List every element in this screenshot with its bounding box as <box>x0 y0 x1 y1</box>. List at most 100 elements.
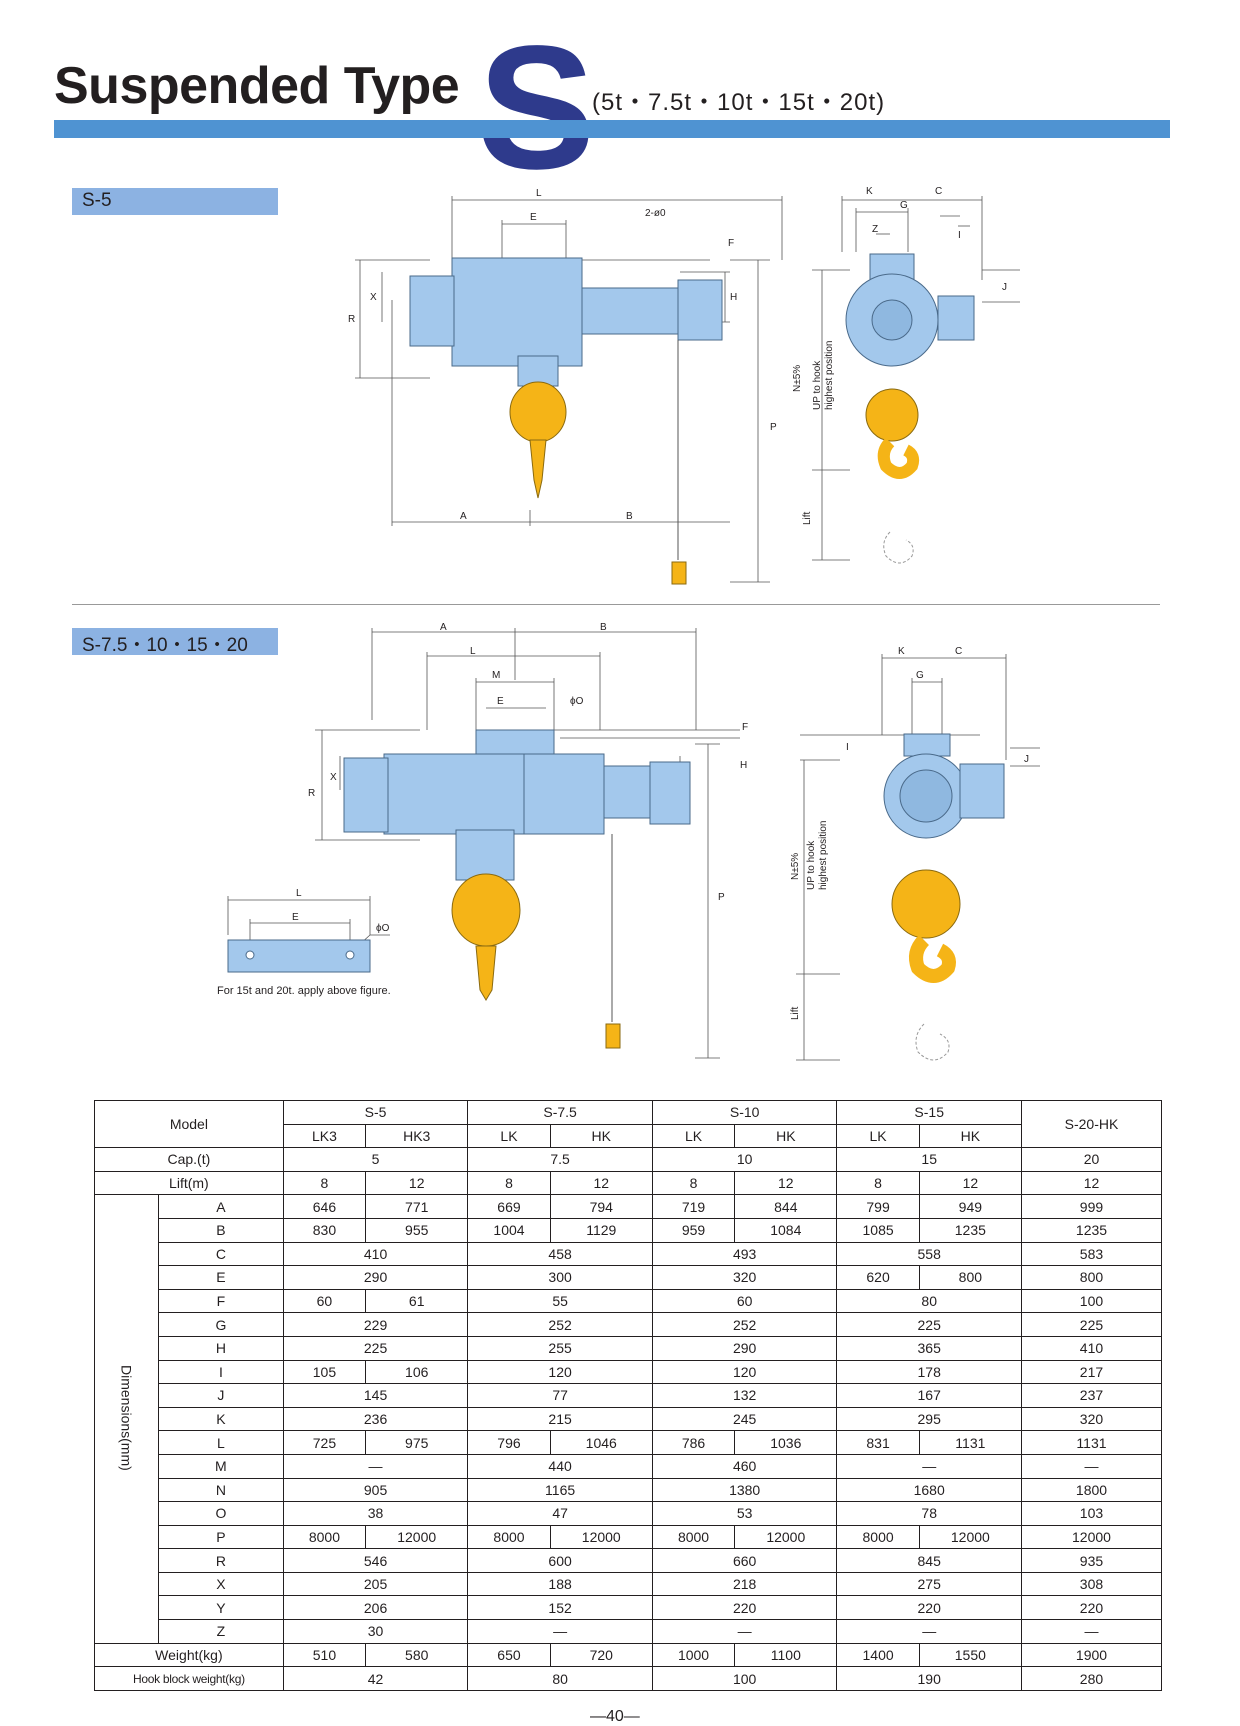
dimension-key-n: N <box>158 1477 284 1503</box>
table-cell: 1085 <box>836 1217 920 1243</box>
table-cell: 290 <box>651 1335 838 1361</box>
hoist-gearbox-2 <box>603 765 653 819</box>
table-cell: 15 <box>836 1147 1022 1172</box>
table-cell: 220 <box>836 1595 1022 1621</box>
table-cell: 132 <box>651 1383 838 1408</box>
side-trolley-2 <box>903 733 951 757</box>
table-cell: 646 <box>282 1194 367 1219</box>
table-cell: 106 <box>365 1359 469 1385</box>
dim-label-F2: F <box>742 722 748 733</box>
hoist-gearbox <box>581 287 683 335</box>
table-cell: 1235 <box>1020 1217 1163 1243</box>
dimension-key-y: Y <box>158 1595 284 1621</box>
dim-label-G: G <box>900 200 908 211</box>
dim-label-C: C <box>935 186 942 197</box>
table-cell: 252 <box>467 1312 653 1337</box>
table-cell: 365 <box>836 1335 1022 1361</box>
table-cell: 78 <box>836 1501 1022 1526</box>
dim-label-B2: B <box>600 622 607 633</box>
table-cell: 252 <box>651 1312 838 1337</box>
table-cell: 493 <box>651 1241 838 1267</box>
table-cell: 8 <box>651 1170 736 1196</box>
dimension-key-g: G <box>158 1312 284 1337</box>
highest-position-label-2: highest position <box>818 821 829 891</box>
table-cell: 12 <box>1020 1170 1163 1196</box>
table-cell: 546 <box>282 1548 469 1573</box>
table-cell: 12 <box>918 1170 1022 1196</box>
table-cell: 12000 <box>734 1524 838 1550</box>
dimension-key-m: M <box>158 1453 284 1479</box>
dimension-key-z: Z <box>158 1619 284 1644</box>
table-cell: 5 <box>282 1147 469 1172</box>
table-cell: 1550 <box>918 1642 1022 1668</box>
dim-label-R: R <box>348 314 355 325</box>
dim-label-L: L <box>536 188 542 199</box>
model-header: Model <box>94 1099 284 1149</box>
table-cell: 771 <box>365 1194 469 1219</box>
table-cell: 460 <box>651 1453 838 1479</box>
table-cell: 975 <box>365 1430 469 1455</box>
table-cell: 1131 <box>1020 1430 1163 1455</box>
table-cell: 1131 <box>918 1430 1022 1455</box>
table-cell: 8 <box>467 1170 551 1196</box>
dim-label-P: P <box>770 422 777 433</box>
table-cell: 719 <box>651 1194 736 1219</box>
table-cell: 660 <box>651 1548 838 1573</box>
table-cell: 60 <box>651 1288 838 1314</box>
table-cell: 999 <box>1020 1194 1163 1219</box>
section-tag-s7-20: S-7.5・10・15・20 <box>72 628 278 656</box>
table-cell: 225 <box>1020 1312 1163 1337</box>
sub-model: LK <box>651 1123 736 1149</box>
hook <box>529 439 547 499</box>
model-s20: S-20-HK <box>1020 1099 1163 1149</box>
dimension-key-j: J <box>158 1383 284 1408</box>
hook-block <box>509 381 567 443</box>
row-label-lift: Lift(m) <box>94 1170 284 1196</box>
highest-position-label: highest position <box>824 341 835 411</box>
dim-label-A2: A <box>440 622 447 633</box>
table-cell: 8000 <box>282 1524 367 1550</box>
table-cell: 103 <box>1020 1501 1163 1526</box>
table-cell: 600 <box>467 1548 653 1573</box>
table-cell: 229 <box>282 1312 469 1337</box>
table-cell: 215 <box>467 1406 653 1432</box>
table-cell: 1680 <box>836 1477 1022 1503</box>
model-s10: S-10 <box>651 1100 838 1125</box>
table-cell: 55 <box>467 1288 653 1314</box>
table-cell: — <box>1020 1619 1163 1644</box>
table-cell: 8000 <box>836 1524 920 1550</box>
side-hook-2 <box>909 935 956 983</box>
table-cell: 12000 <box>918 1524 1022 1550</box>
table-cell: 1129 <box>549 1217 653 1243</box>
table-cell: 800 <box>1020 1265 1163 1290</box>
dim-label-J: J <box>1002 282 1007 293</box>
table-cell: 844 <box>734 1194 838 1219</box>
side-hook <box>877 437 920 479</box>
table-cell: 178 <box>836 1359 1022 1385</box>
table-cell: 47 <box>467 1501 653 1526</box>
sub-model: LK3 <box>282 1123 367 1149</box>
table-cell: 80 <box>836 1288 1022 1314</box>
table-cell: 280 <box>1020 1666 1163 1691</box>
inset-label-E: E <box>292 912 299 923</box>
table-cell: 145 <box>282 1383 469 1408</box>
side-hook-block <box>865 388 919 442</box>
model-s15: S-15 <box>836 1100 1022 1125</box>
s5-front-drawing: L E 2-ø0 A B R X H F Y P <box>348 188 783 585</box>
hook-block-2 <box>451 873 521 947</box>
model-s7-5: S-7.5 <box>467 1100 653 1125</box>
table-cell: 725 <box>282 1430 367 1455</box>
table-cell: 218 <box>651 1571 838 1597</box>
table-cell: 720 <box>549 1642 653 1668</box>
table-cell: — <box>836 1619 1022 1644</box>
dim-label-G2: G <box>916 670 924 681</box>
s5-side-drawing: K C G Z I J N±5% UP to hook highest posi… <box>792 186 1020 564</box>
table-cell: 905 <box>282 1477 469 1503</box>
dim-label-I2: I <box>846 742 849 753</box>
table-cell: 308 <box>1020 1571 1163 1597</box>
table-cell: 61 <box>365 1288 469 1314</box>
table-cell: 290 <box>282 1265 469 1290</box>
table-cell: 12000 <box>549 1524 653 1550</box>
dim-label-H: H <box>730 292 737 303</box>
dimensions-label: Dimensions(mm) <box>94 1194 159 1644</box>
